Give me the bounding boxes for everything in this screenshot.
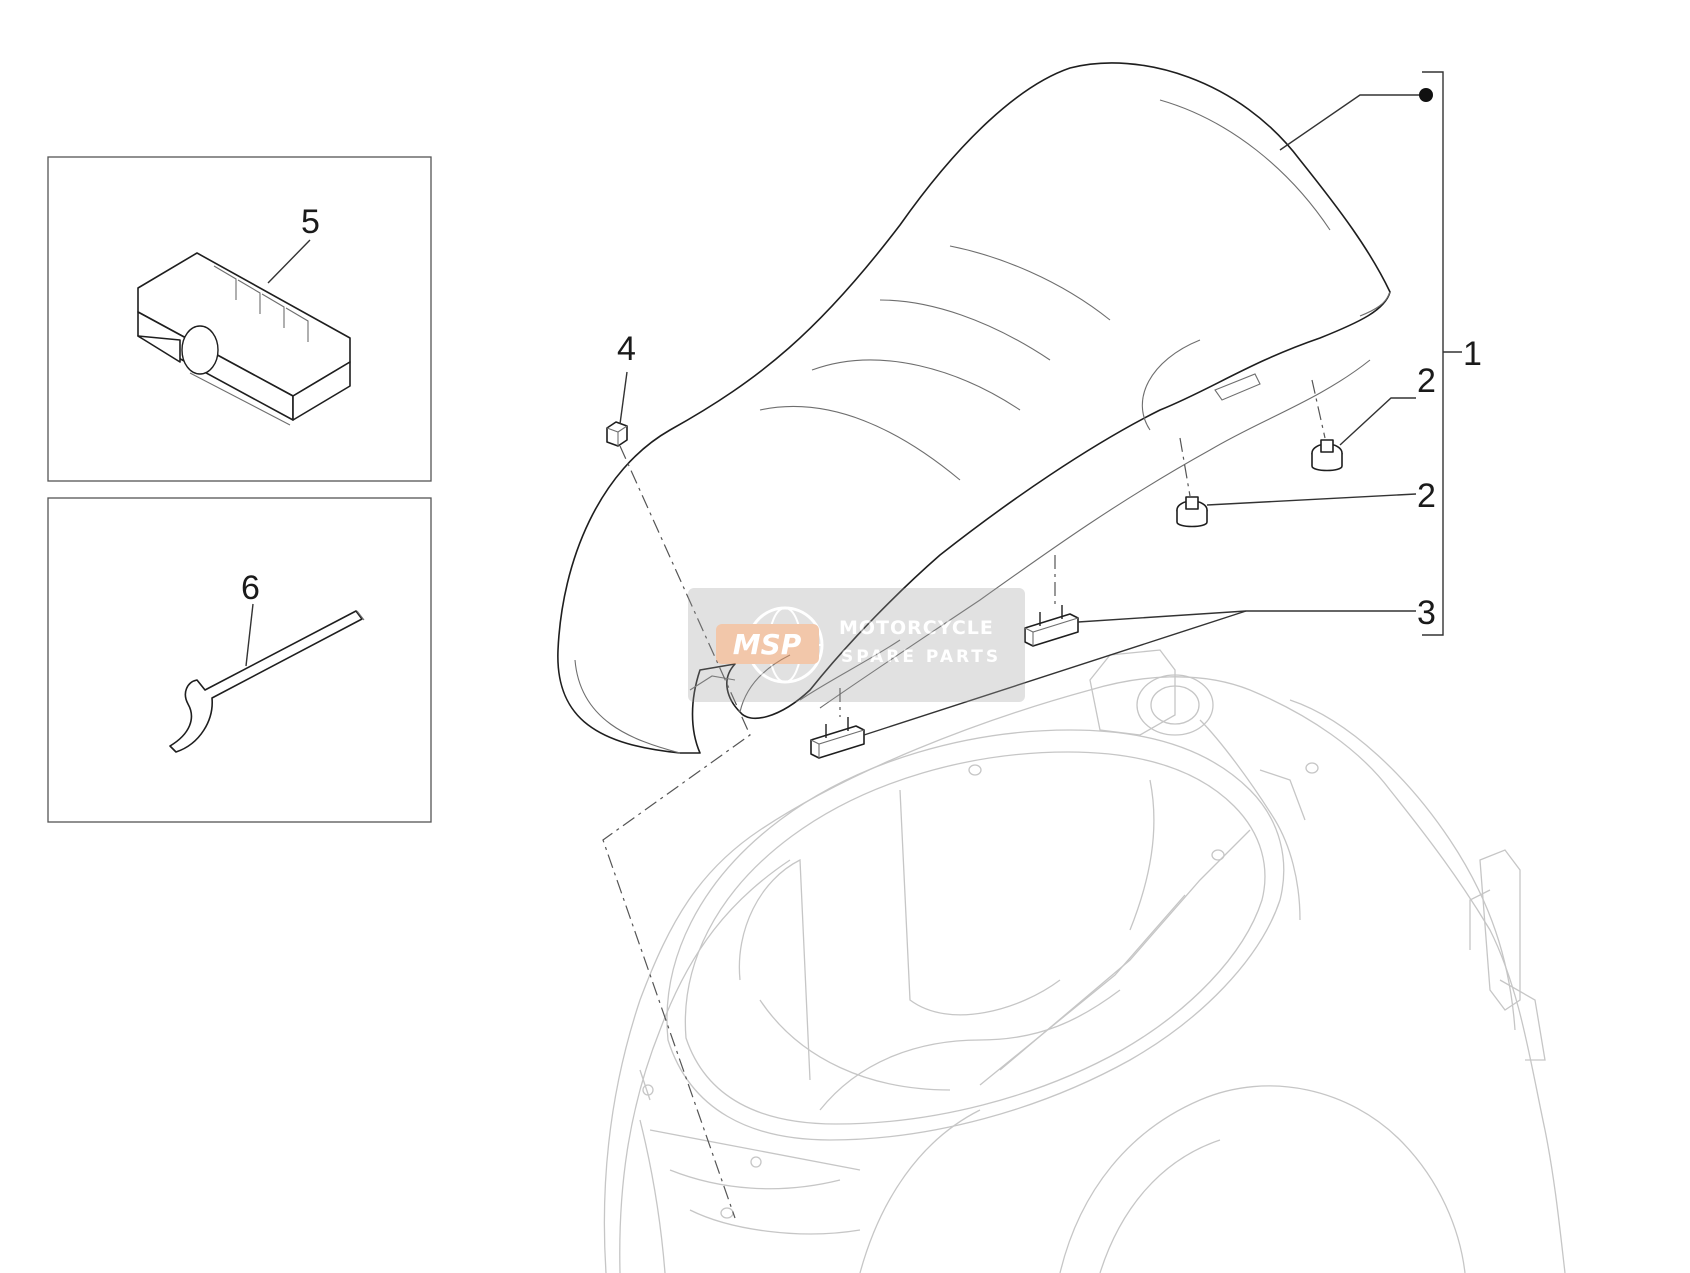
buffer-icon [1176,439,1343,528]
inset-box-spanner [47,497,432,823]
bullet-marker [1419,88,1433,102]
callout-5: 5 [301,203,320,241]
assembly-lines [602,379,1326,1219]
clip-icon [137,252,351,426]
watermark-line2: SPARE PARTS [841,647,1001,667]
callouts: 1 2 2 3 4 5 6 [241,203,1482,632]
leader-lines [245,71,1462,736]
nut-icon [606,421,628,447]
callout-3: 3 [1417,594,1436,632]
watermark-line1: MOTORCYCLE [839,617,994,639]
watermark: MSP MOTORCYCLE SPARE PARTS [688,588,1025,702]
watermark-background [688,588,1025,702]
watermark-logo: MSP [733,628,802,661]
callout-2-lower: 2 [1417,477,1436,515]
msp-logo-badge [716,624,819,664]
scooter-body-icon [603,649,1566,1273]
bracket-icon [810,605,1079,759]
seat-icon [557,62,1391,754]
callout-2-upper: 2 [1417,362,1436,400]
spanner-icon [169,610,365,753]
inset-box-clip [47,156,432,482]
callout-4: 4 [617,330,636,368]
callout-6: 6 [241,569,260,607]
callout-1: 1 [1463,335,1482,373]
